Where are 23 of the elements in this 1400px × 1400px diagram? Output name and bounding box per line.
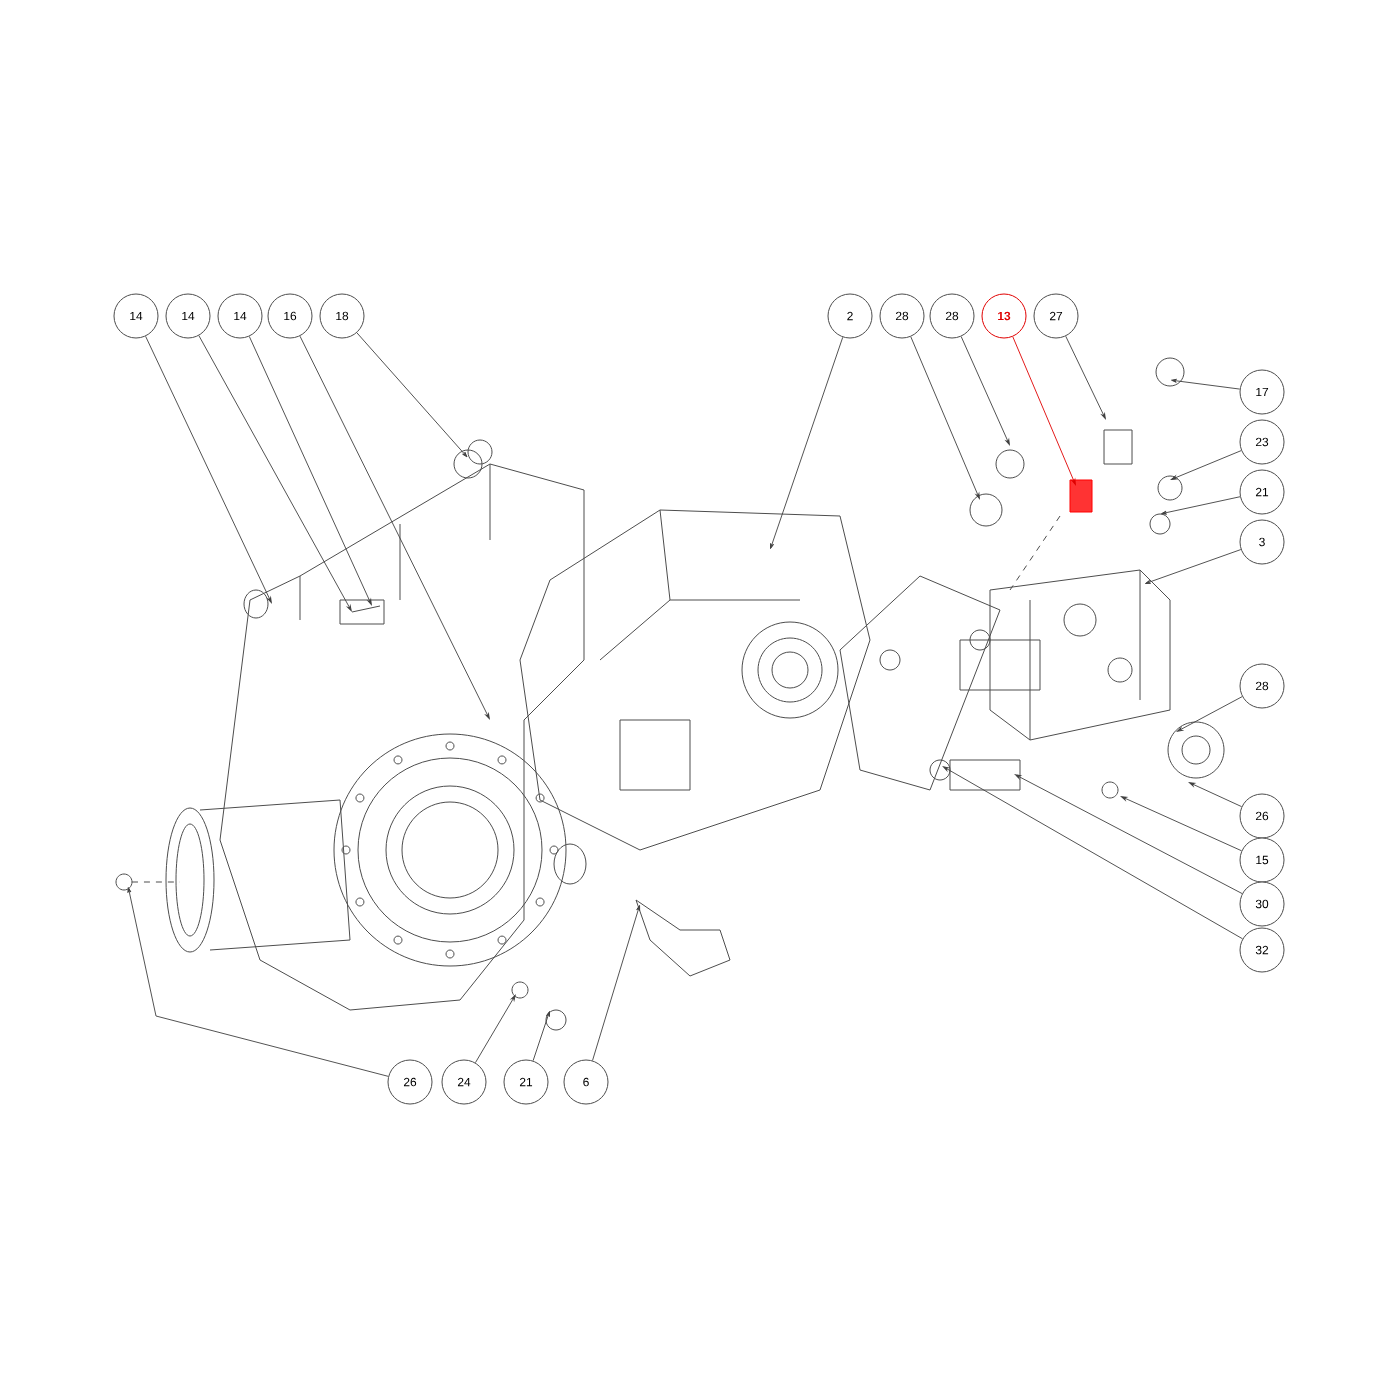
leader-line [248,336,372,606]
leader-line [1161,496,1241,515]
leader-line [592,905,641,1061]
leader-line [1014,774,1243,895]
leader-line [1065,335,1106,420]
leader-line [1012,336,1076,486]
leader-line [942,766,1243,940]
leader-line [127,887,389,1077]
leader-line [960,336,1010,446]
leader-line [532,1011,550,1062]
leader-line [1171,378,1241,390]
leader-line [1170,450,1242,480]
leader-line [1176,696,1243,732]
leader-line [910,336,980,500]
leader-line [1120,796,1242,852]
leader-line [770,336,844,550]
leader-line [475,994,516,1064]
leader-line [299,335,490,720]
leader-line [1145,549,1242,584]
leader-line [145,335,272,604]
leader-line [198,335,352,612]
leader-line [1188,782,1242,808]
leader-line [356,332,468,458]
